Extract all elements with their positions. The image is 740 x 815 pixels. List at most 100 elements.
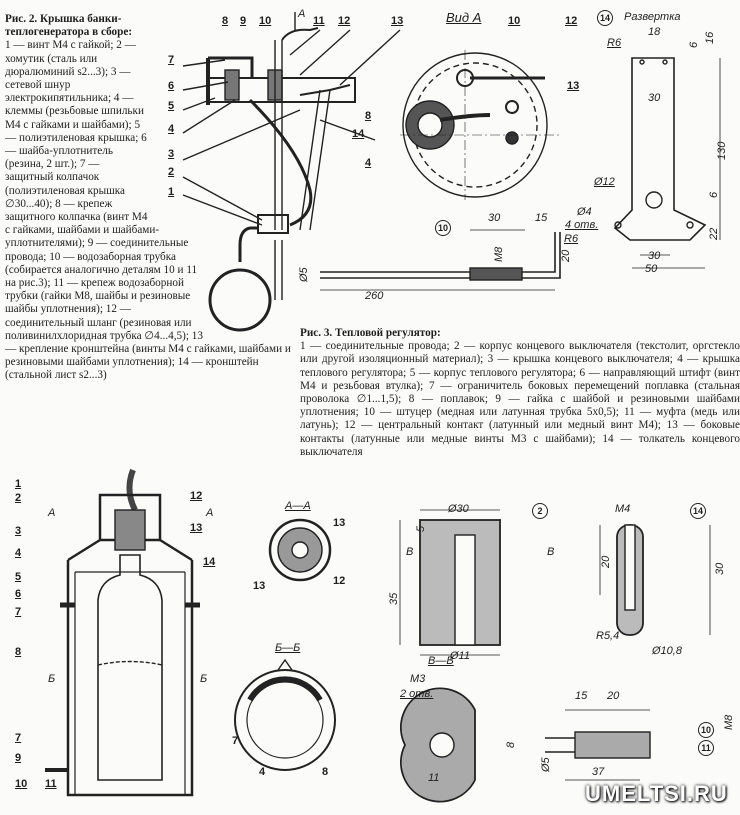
callout: 8: [222, 15, 229, 27]
dimension: 35: [388, 592, 400, 605]
callout: 2: [168, 166, 175, 178]
fig2-title: Рис. 2. Крышка банки-теплогенератора в с…: [5, 13, 133, 39]
dimension: 37: [592, 766, 605, 778]
dimension: R6: [564, 233, 579, 245]
fitting-coupling-drawing: [545, 709, 651, 781]
dimension: М4: [615, 503, 631, 515]
fig3-caption: Рис. 3. Тепловой регулятор: 1 — соединит…: [300, 327, 740, 459]
callout: 4: [259, 766, 266, 778]
pusher-part-14-drawing: [599, 524, 711, 636]
dimension: Ø30: [448, 503, 469, 515]
callout: 4: [168, 123, 175, 135]
section-v-v-drawing: [400, 687, 476, 803]
callout: 7: [168, 54, 175, 66]
part-number-badge: 10: [435, 220, 451, 236]
callout: 1: [15, 478, 22, 490]
dimension: 16: [704, 31, 716, 44]
section-mark: В: [406, 546, 414, 558]
dimension: 2 отв.: [400, 688, 434, 700]
watermark: UMELTSI.RU: [585, 781, 728, 806]
dimension: 6: [688, 41, 700, 48]
section-title: А—А: [285, 500, 311, 512]
callout: 4: [15, 547, 22, 559]
section-b-b-drawing: [234, 658, 336, 771]
dimension: М3: [410, 673, 426, 685]
callout: 13: [190, 522, 203, 534]
text-wrap-spacer: [150, 13, 295, 213]
dimension: 5: [415, 525, 427, 532]
dimension: Ø10,8: [652, 645, 682, 657]
dimension: 30: [714, 562, 726, 575]
dimension: 11: [428, 772, 440, 784]
callout: 8: [322, 766, 329, 778]
callout: 5: [168, 100, 175, 112]
part-number-badge: 2: [532, 503, 548, 519]
callout: 12: [565, 15, 578, 27]
callout: 7: [15, 606, 22, 618]
callout: 13: [567, 80, 580, 92]
dimension: 50: [645, 263, 658, 275]
section-a-a-drawing: [268, 518, 332, 582]
part-number-badge: 14: [597, 10, 613, 26]
callout: 10: [15, 778, 28, 790]
callout: 5: [15, 571, 22, 583]
callout: 6: [168, 80, 175, 92]
dimension: 20: [600, 555, 612, 568]
fitting-part-10-drawing: [320, 229, 561, 291]
section-mark: А: [206, 507, 214, 519]
part-number-badge: 10: [698, 722, 714, 738]
fig3-title: Рис. 3. Тепловой регулятор:: [300, 327, 441, 339]
callout: 8: [15, 646, 22, 658]
callout: 12: [338, 15, 351, 27]
dimension: 30: [648, 92, 661, 104]
dimension: 15: [535, 212, 548, 224]
callout: 14: [203, 556, 216, 568]
flat-pattern-title: Развертка: [624, 11, 681, 23]
bracket-flat-pattern-drawing: [613, 57, 721, 269]
callout: 10: [259, 15, 272, 27]
section-mark: В: [547, 546, 555, 558]
callout: 9: [240, 15, 247, 27]
dimension: 30: [648, 250, 661, 262]
section-mark: Б: [200, 673, 208, 685]
fig3-regulator-drawing: [45, 468, 200, 797]
dimension: M8: [723, 714, 735, 730]
callout: 1: [168, 186, 175, 198]
switch-body-part-2-drawing: [399, 509, 501, 656]
dimension: 130: [716, 141, 728, 160]
section-title: Б—Б: [275, 642, 301, 654]
dimension: R5,4: [596, 630, 620, 642]
callout: 3: [15, 525, 22, 537]
dimension: 30: [488, 212, 501, 224]
dimension: Ø11: [450, 650, 470, 662]
section-mark: Б: [48, 673, 56, 685]
callout: 11: [45, 778, 57, 790]
dimension: 6: [708, 191, 720, 198]
callout: 13: [333, 517, 346, 529]
dimension: R6: [607, 37, 622, 49]
view-arrow-label: А: [298, 8, 306, 20]
fig3-text: 1 — соединительные провода; 2 — корпус к…: [300, 340, 740, 458]
dimension: Ø5: [298, 267, 310, 282]
callout: 10: [508, 15, 521, 27]
callout: 3: [168, 148, 175, 160]
fig2-assembly-drawing: [182, 12, 401, 332]
dimension: 22: [708, 227, 720, 240]
dimension: 8: [505, 741, 517, 748]
part-number-badge: 14: [690, 503, 706, 519]
callout: 7: [15, 732, 22, 744]
fig2-caption: Рис. 2. Крышка банки-теплогенератора в с…: [5, 13, 295, 383]
dimension: 4 отв.: [565, 219, 599, 231]
callout: 11: [313, 15, 325, 27]
dimension: M8: [493, 246, 505, 262]
callout: 13: [391, 15, 404, 27]
callout: 4: [365, 157, 372, 169]
dimension: 260: [365, 290, 384, 302]
dimension: Ø12: [594, 176, 615, 188]
dimension: 20: [607, 690, 620, 702]
callout: 9: [15, 752, 22, 764]
fig2-text: 1 — винт М4 с гайкой; 2 — хомутик (сталь…: [5, 39, 291, 382]
callout: 14: [352, 128, 365, 140]
